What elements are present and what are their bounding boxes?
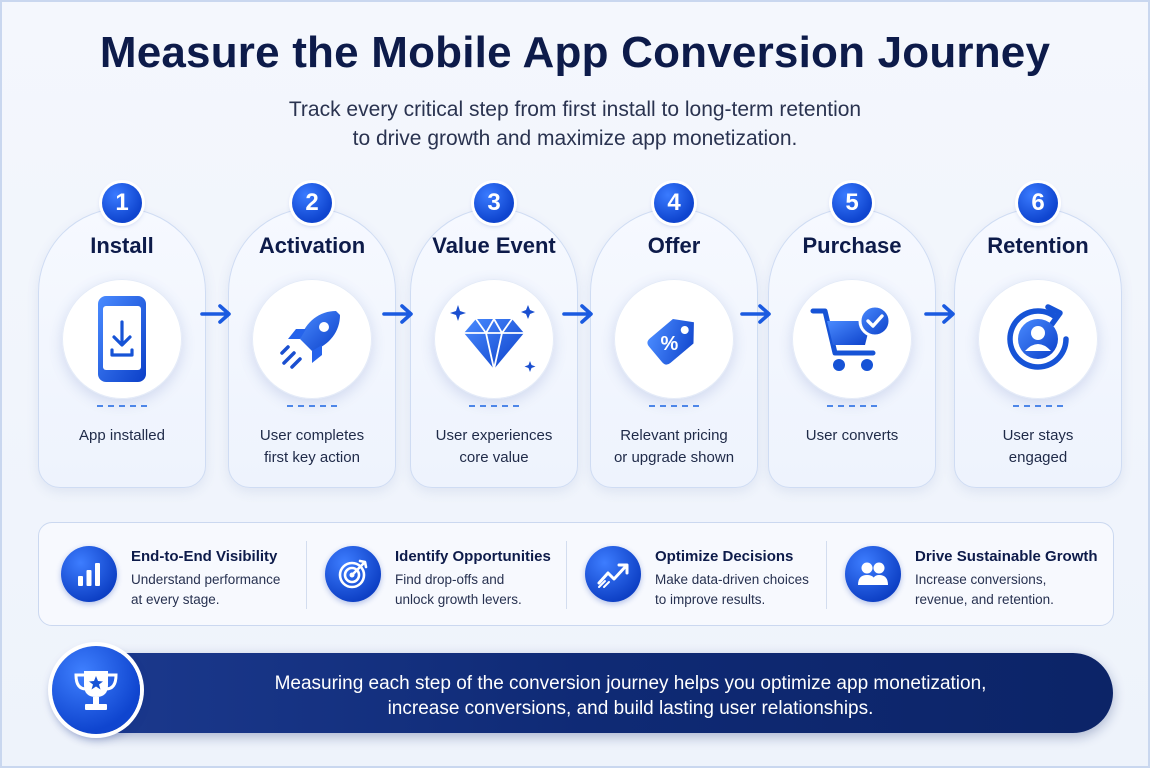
benefit-description-line-2: unlock growth levers. [395,592,522,607]
step-description: Relevant pricing or upgrade shown [597,425,751,469]
step-description-line-1: Relevant pricing [620,427,728,444]
step-icon-circle [792,279,912,399]
user-refresh-icon [1007,304,1069,370]
benefit-description-line-1: Understand performance [131,572,281,587]
benefit-title: Identify Opportunities [395,548,551,565]
step-title: Value Event [432,233,556,258]
step-description-line-1: App installed [79,427,165,444]
step-icon-circle [62,279,182,399]
step-divider [649,405,699,407]
bar-chart-icon [61,546,117,602]
step-card-activation: 2 Activation User completes first key ac… [228,183,396,488]
target-icon [325,546,381,602]
step-description-line-1: User completes [259,427,365,444]
benefit-optimize-decisions: Optimize Decisions Make data-driven choi… [563,523,823,627]
benefit-description-line-2: at every stage. [131,592,220,607]
step-description-line-2: or upgrade shown [613,449,735,466]
benefit-description: Make data-driven choices to improve resu… [655,570,825,610]
arrow-right-icon [562,304,593,324]
benefit-end-to-end-visibility: End-to-End Visibility Understand perform… [39,523,299,627]
step-number-badge: 2 [292,183,332,223]
step-description: User experiences core value [417,425,571,469]
step-title: Retention [987,233,1089,258]
step-description-line-2: first key action [264,449,360,466]
step-number-badge: 4 [654,183,694,223]
benefit-description: Increase conversions, revenue, and reten… [915,570,1085,610]
step-title: Install [90,233,154,258]
step-title: Offer [647,233,701,258]
step-description: User converts [775,425,929,447]
benefit-description: Understand performance at every stage. [131,570,301,610]
step-icon-circle: % [614,279,734,399]
diamond-icon [450,305,536,372]
step-icon-circle [434,279,554,399]
step-number-badge: 5 [832,183,872,223]
step-description-line-2: core value [459,449,529,466]
step-card-value-event: 3 Value Event User experiences core valu… [410,183,578,488]
benefit-title: End-to-End Visibility [131,548,278,565]
users-icon [845,546,901,602]
benefit-identify-opportunities: Identify Opportunities Find drop-offs an… [303,523,563,627]
step-description: User completes first key action [235,425,389,469]
benefit-title: Drive Sustainable Growth [915,548,1098,565]
trend-icon [585,546,641,602]
page-subtitle: Track every critical step from first ins… [0,95,1150,153]
price-tag-icon: % [647,319,694,365]
benefit-title: Optimize Decisions [655,548,794,565]
benefit-description-line-1: Make data-driven choices [655,572,809,587]
benefit-drive-sustainable-growth: Drive Sustainable Growth Increase conver… [823,523,1098,627]
step-divider [469,405,519,407]
step-number-badge: 6 [1018,183,1058,223]
step-description-line-1: User experiences [435,427,553,444]
benefit-description-line-2: to improve results. [655,592,766,607]
benefit-divider [566,541,567,609]
arrow-right-icon [200,304,231,324]
step-divider [827,405,877,407]
step-description-line-2: engaged [1008,449,1068,466]
step-number-badge: 3 [474,183,514,223]
svg-text:%: % [661,333,679,355]
rocket-icon [280,311,340,369]
step-divider [97,405,147,407]
trophy-icon [52,646,140,734]
page-title: Measure the Mobile App Conversion Journe… [99,28,1051,77]
summary-banner: Measuring each step of the conversion jo… [58,653,1113,733]
benefit-description-line-1: Increase conversions, [915,572,1047,587]
step-title: Purchase [802,233,902,258]
arrow-right-icon [382,304,413,324]
benefit-description-line-2: revenue, and retention. [915,592,1054,607]
step-description-line-1: User stays [1002,427,1074,444]
step-card-install: 1 Install App installed [38,183,206,488]
journey-steps: 1 Install App installed 2 Activation [38,183,1122,488]
banner-text-line-2: increase conversions, and build lasting … [387,698,874,719]
step-divider [287,405,337,407]
arrow-right-icon [924,304,955,324]
step-icon-circle [978,279,1098,399]
step-icon-circle [252,279,372,399]
subtitle-line-2: to drive growth and maximize app monetiz… [352,127,798,150]
benefit-divider [826,541,827,609]
banner-text: Measuring each step of the conversion jo… [178,671,1083,721]
benefit-description: Find drop-offs and unlock growth levers. [395,570,565,610]
cart-check-icon [810,304,892,371]
step-card-offer: 4 Offer % Relevant pricing or upgrade sh… [590,183,758,488]
benefit-divider [306,541,307,609]
step-title: Activation [258,233,366,258]
subtitle-line-1: Track every critical step from first ins… [288,98,862,121]
step-description: App installed [45,425,199,447]
step-card-purchase: 5 Purchase User converts [768,183,936,488]
step-number-badge: 1 [102,183,142,223]
step-description-line-1: User converts [805,427,899,444]
step-description: User stays engaged [961,425,1115,469]
phone-download-icon [98,296,146,382]
banner-text-line-1: Measuring each step of the conversion jo… [274,673,987,694]
step-divider [1013,405,1063,407]
benefits-panel: End-to-End Visibility Understand perform… [38,522,1114,626]
benefit-description-line-1: Find drop-offs and [395,572,505,587]
arrow-right-icon [740,304,771,324]
step-card-retention: 6 Retention User stays engaged [954,183,1122,488]
